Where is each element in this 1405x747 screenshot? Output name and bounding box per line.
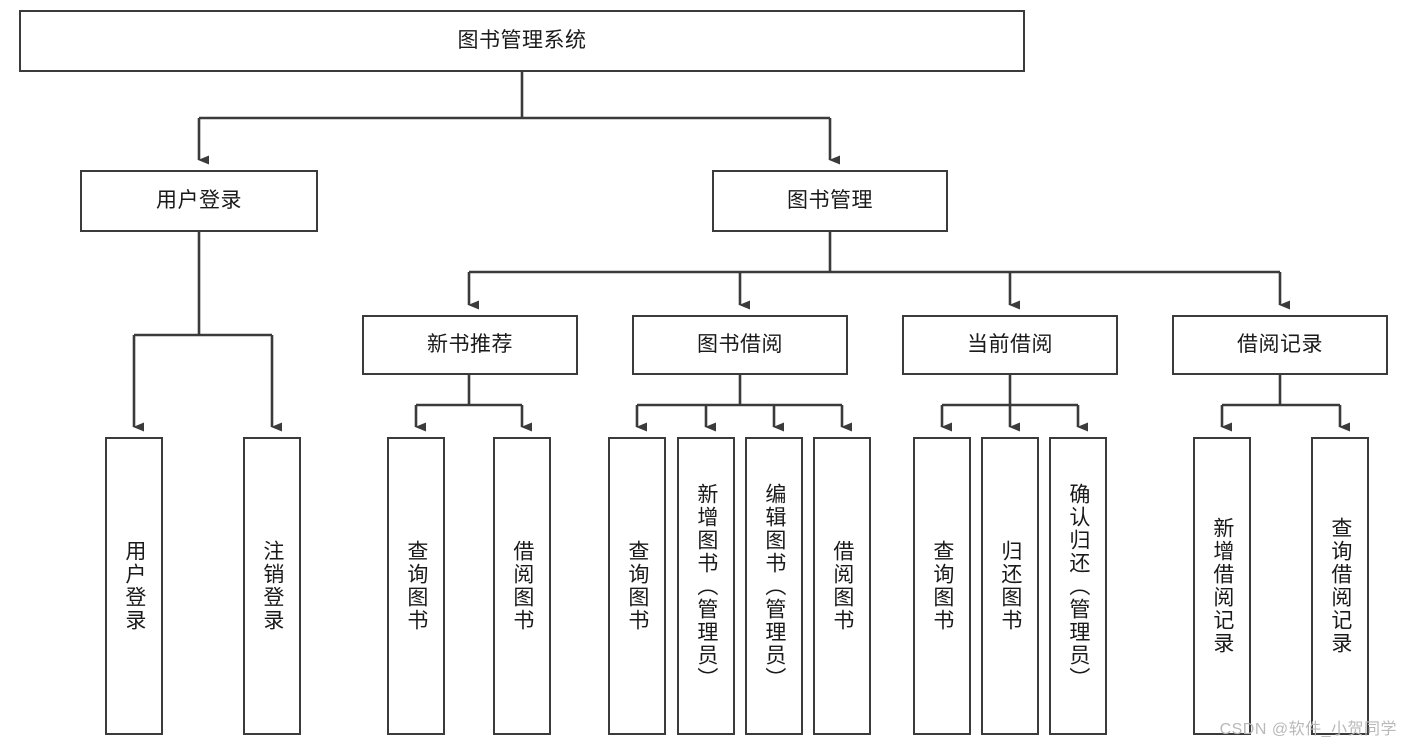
node-current-borrow[interactable]: 当前借阅 [902, 315, 1118, 375]
leaf-current-return-book[interactable]: 归还图书 [981, 437, 1039, 735]
leaf-user-login-label: 用户登录 [122, 540, 146, 632]
leaf-new-query-book[interactable]: 查询图书 [387, 437, 445, 735]
leaf-borrow-lend-book-label: 借阅图书 [830, 540, 854, 632]
node-new-book-recommend-label: 新书推荐 [427, 333, 513, 357]
node-new-book-recommend[interactable]: 新书推荐 [362, 315, 578, 375]
leaf-borrow-lend-book[interactable]: 借阅图书 [813, 437, 871, 735]
leaf-current-query-book[interactable]: 查询图书 [913, 437, 971, 735]
node-current-borrow-label: 当前借阅 [967, 333, 1053, 357]
watermark: CSDN @软件_小贺同学 [1219, 721, 1397, 738]
leaf-borrow-add-book[interactable]: 新增图书（管理员） [677, 437, 735, 735]
node-book-management-label: 图书管理 [787, 189, 873, 213]
leaf-records-add-label: 新增借阅记录 [1210, 517, 1234, 655]
node-borrow-records-label: 借阅记录 [1237, 333, 1323, 357]
leaf-records-query[interactable]: 查询借阅记录 [1311, 437, 1369, 735]
node-user-login[interactable]: 用户登录 [80, 170, 318, 232]
leaf-borrow-add-book-label: 新增图书（管理员） [694, 482, 718, 690]
leaf-borrow-query-book[interactable]: 查询图书 [608, 437, 666, 735]
leaf-borrow-edit-book-label: 编辑图书（管理员） [762, 482, 786, 690]
leaf-current-return-book-label: 归还图书 [998, 540, 1022, 632]
node-root[interactable]: 图书管理系统 [19, 10, 1025, 72]
node-root-label: 图书管理系统 [457, 29, 587, 53]
leaf-current-confirm-return-label: 确认归还（管理员） [1066, 482, 1090, 690]
node-user-login-label: 用户登录 [156, 189, 242, 213]
leaf-new-borrow-book-label: 借阅图书 [510, 540, 534, 632]
leaf-current-query-book-label: 查询图书 [930, 540, 954, 632]
node-borrow-records[interactable]: 借阅记录 [1172, 315, 1388, 375]
node-book-management[interactable]: 图书管理 [712, 170, 948, 232]
leaf-new-borrow-book[interactable]: 借阅图书 [493, 437, 551, 735]
node-book-borrow-label: 图书借阅 [697, 333, 783, 357]
leaf-user-logout[interactable]: 注销登录 [243, 437, 301, 735]
leaf-new-query-book-label: 查询图书 [404, 540, 428, 632]
leaf-records-add[interactable]: 新增借阅记录 [1193, 437, 1251, 735]
leaf-borrow-query-book-label: 查询图书 [625, 540, 649, 632]
leaf-records-query-label: 查询借阅记录 [1328, 517, 1352, 655]
leaf-user-login[interactable]: 用户登录 [105, 437, 163, 735]
leaf-current-confirm-return[interactable]: 确认归还（管理员） [1049, 437, 1107, 735]
leaf-borrow-edit-book[interactable]: 编辑图书（管理员） [745, 437, 803, 735]
leaf-user-logout-label: 注销登录 [260, 540, 284, 632]
node-book-borrow[interactable]: 图书借阅 [632, 315, 848, 375]
